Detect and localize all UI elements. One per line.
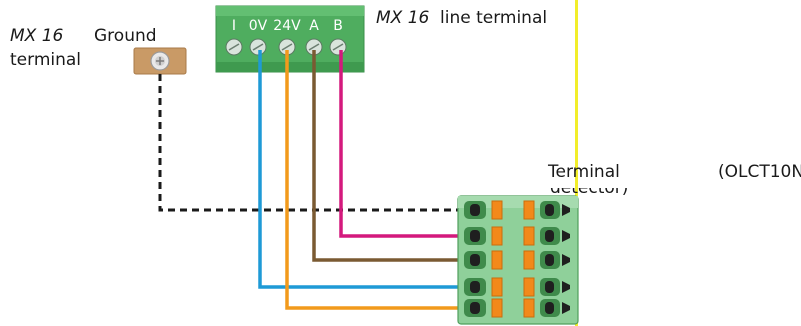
olct-model-label: (OLCT10N xyxy=(718,162,801,182)
detector-release-lever xyxy=(523,277,535,297)
detector-release-lever xyxy=(491,250,503,270)
ground-label: Ground xyxy=(94,26,157,46)
detector-output-pin xyxy=(562,230,570,242)
pin-label-b: B xyxy=(333,18,343,34)
pin-screw-slot xyxy=(332,43,344,51)
ground-wire xyxy=(158,74,468,212)
detector-output-pin xyxy=(562,204,570,216)
detector-output-pin xyxy=(562,302,570,314)
detector-wire-hole xyxy=(470,204,480,216)
pin-label-i: I xyxy=(232,18,236,34)
ground-terminal xyxy=(133,47,187,75)
detector-terminal-block xyxy=(457,195,579,325)
detector-release-lever xyxy=(491,277,503,297)
terminal-label: Terminal xyxy=(548,162,620,182)
wire-b xyxy=(339,50,470,238)
line-terminal-label: line terminal xyxy=(440,8,548,28)
detector-release-lever xyxy=(491,200,503,220)
detector-release-lever xyxy=(491,298,503,318)
pin-label-24v: 24V xyxy=(273,18,301,34)
pin-screw-slot xyxy=(228,43,240,51)
detector-release-lever xyxy=(523,298,535,318)
detector-release-lever xyxy=(491,226,503,246)
detector-label: detector) xyxy=(550,188,629,198)
pin-screw-slot xyxy=(308,43,320,51)
pin-screw-slot xyxy=(252,43,264,51)
pin-screw-slot xyxy=(281,43,293,51)
detector-output-hole xyxy=(545,302,554,314)
mx16-ground-model: MX 16 xyxy=(10,26,64,46)
pin-label-a: A xyxy=(309,18,319,34)
detector-release-lever xyxy=(523,226,535,246)
detector-output-hole xyxy=(545,204,554,216)
detector-label-clip: detector) xyxy=(548,188,668,200)
yellow-vertical-line xyxy=(575,0,578,326)
detector-output-hole xyxy=(545,281,554,293)
detector-wire-hole xyxy=(470,281,480,293)
detector-wire-hole xyxy=(470,302,480,314)
detector-output-pin xyxy=(562,281,570,293)
detector-output-pin xyxy=(562,254,570,266)
wire-24v xyxy=(285,50,470,310)
detector-release-lever xyxy=(523,250,535,270)
detector-output-hole xyxy=(545,254,554,266)
mx16-line-model: MX 16 xyxy=(376,8,430,28)
detector-release-lever xyxy=(523,200,535,220)
detector-wire-hole xyxy=(470,230,480,242)
detector-wire-hole xyxy=(470,254,480,266)
pin-label-0v: 0V xyxy=(249,18,268,34)
wire-0v xyxy=(258,50,470,289)
detector-output-hole xyxy=(545,230,554,242)
wire-a xyxy=(312,50,470,262)
ground-terminal-label: terminal xyxy=(10,50,82,70)
